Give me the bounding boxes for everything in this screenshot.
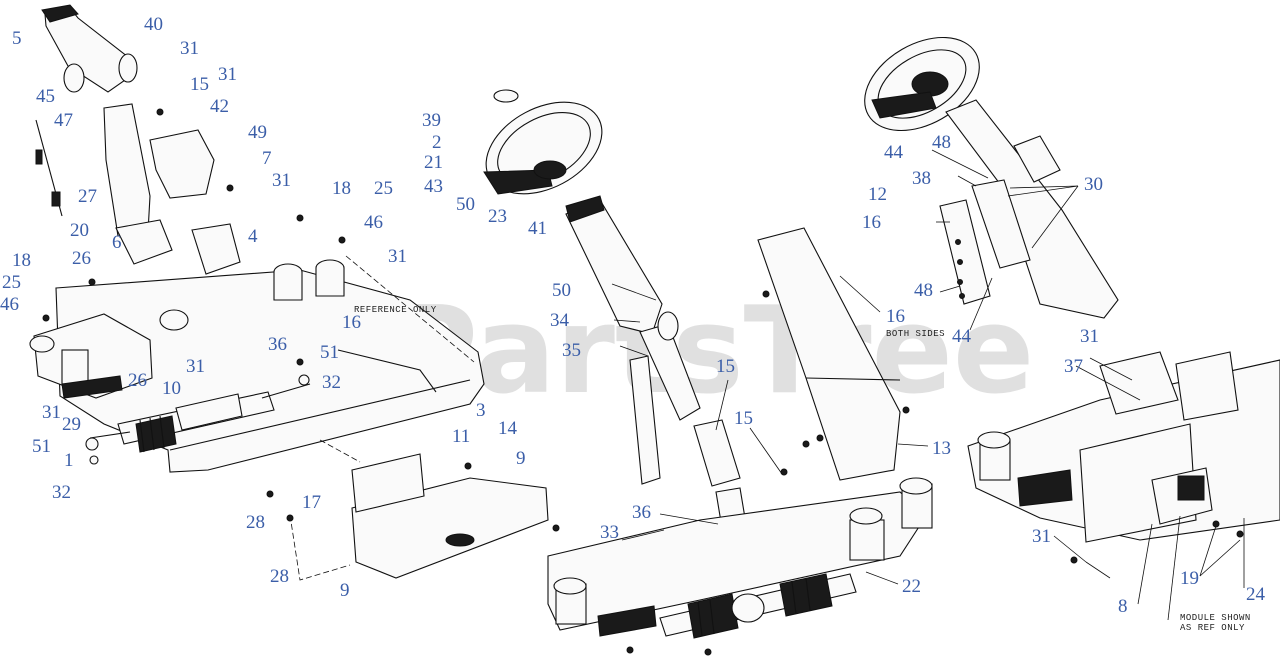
- note-as-ref-only: AS REF ONLY: [1180, 623, 1245, 633]
- callout-label: 38: [912, 168, 931, 189]
- callout-label: 39: [422, 110, 441, 131]
- callout-label: 36: [268, 334, 287, 355]
- callout-label: 45: [36, 86, 55, 107]
- callout-label: 31: [218, 64, 237, 85]
- callout-label: 9: [516, 448, 526, 469]
- callout-label: 25: [2, 272, 21, 293]
- right-module-detail: [967, 351, 1280, 621]
- note-module-shown: MODULE SHOWN: [1180, 613, 1251, 623]
- center-steering-assembly: [483, 89, 933, 656]
- callout-label: 18: [12, 250, 31, 271]
- callout-label: 47: [54, 110, 73, 131]
- callout-label: 48: [914, 280, 933, 301]
- callout-label: 18: [332, 178, 351, 199]
- callout-label: 1: [64, 450, 74, 471]
- callout-label: 4: [248, 226, 258, 247]
- callout-label: 51: [32, 436, 51, 457]
- callout-label: 31: [1032, 526, 1051, 547]
- callout-label: 44: [952, 326, 972, 347]
- callout-label: 29: [62, 414, 81, 435]
- callout-label: 51: [320, 342, 339, 363]
- note-both-sides: BOTH SIDES: [886, 329, 945, 339]
- callout-label: 31: [180, 38, 199, 59]
- right-column-detail: [864, 36, 1119, 331]
- callout-label: 7: [262, 148, 272, 169]
- callout-label: 44: [884, 142, 904, 163]
- callout-label: 42: [210, 96, 229, 117]
- callout-label: 50: [552, 280, 571, 301]
- callout-label: 11: [452, 426, 470, 447]
- left-steering-assembly: [29, 4, 560, 581]
- callout-label: 2: [432, 132, 442, 153]
- callout-label: 31: [1080, 326, 1099, 347]
- callout-label: 15: [734, 408, 753, 429]
- callout-label: 26: [72, 248, 91, 269]
- callout-label: 12: [868, 184, 887, 205]
- callout-label: 13: [932, 438, 951, 459]
- callout-label: 49: [248, 122, 267, 143]
- callout-label: 35: [562, 340, 581, 361]
- callout-label: 36: [632, 502, 651, 523]
- callout-label: 43: [424, 176, 443, 197]
- callout-label: 26: [128, 370, 147, 391]
- callout-label: 32: [322, 372, 341, 393]
- callout-label: 31: [42, 402, 61, 423]
- callout-label: 8: [1118, 596, 1128, 617]
- callout-label: 9: [340, 580, 350, 601]
- callout-label: 22: [902, 576, 921, 597]
- callout-label: 5: [12, 28, 22, 49]
- callout-label: 15: [716, 356, 735, 377]
- callout-label: 46: [364, 212, 383, 233]
- callout-label: 28: [270, 566, 289, 587]
- callout-label: 41: [528, 218, 547, 239]
- callout-label: 19: [1180, 568, 1199, 589]
- callout-label: 31: [388, 246, 407, 267]
- callout-label: 16: [862, 212, 881, 233]
- callout-label: 25: [374, 178, 393, 199]
- callout-label: 32: [52, 482, 71, 503]
- callout-label: 27: [78, 186, 97, 207]
- callout-label: 20: [70, 220, 89, 241]
- note-reference-only: REFERENCE ONLY: [354, 305, 437, 315]
- callout-label: 50: [456, 194, 475, 215]
- callout-label: 28: [246, 512, 265, 533]
- callout-label: 46: [0, 294, 19, 315]
- callout-label: 6: [112, 232, 122, 253]
- callout-label: 10: [162, 378, 181, 399]
- callout-label: 37: [1064, 356, 1083, 377]
- callout-label: 31: [186, 356, 205, 377]
- callout-label: 48: [932, 132, 951, 153]
- callout-label: 3: [476, 400, 486, 421]
- callout-label: 21: [424, 152, 443, 173]
- callout-label: 40: [144, 14, 163, 35]
- callout-label: 31: [272, 170, 291, 191]
- callout-label: 16: [886, 306, 905, 327]
- callout-label: 14: [498, 418, 518, 439]
- callout-label: 24: [1246, 584, 1266, 605]
- callout-label: 15: [190, 74, 209, 95]
- callout-label: 34: [550, 310, 570, 331]
- callout-label: 30: [1084, 174, 1103, 195]
- callout-labels: 5 40 31 45 15 31 42 47 49 7 31 27 20 6 4…: [0, 14, 1266, 617]
- watermark-text: PartsTree: [390, 282, 1034, 421]
- callout-label: 16: [342, 312, 361, 333]
- callout-label: 33: [600, 522, 619, 543]
- callout-label: 17: [302, 492, 321, 513]
- callout-label: 23: [488, 206, 507, 227]
